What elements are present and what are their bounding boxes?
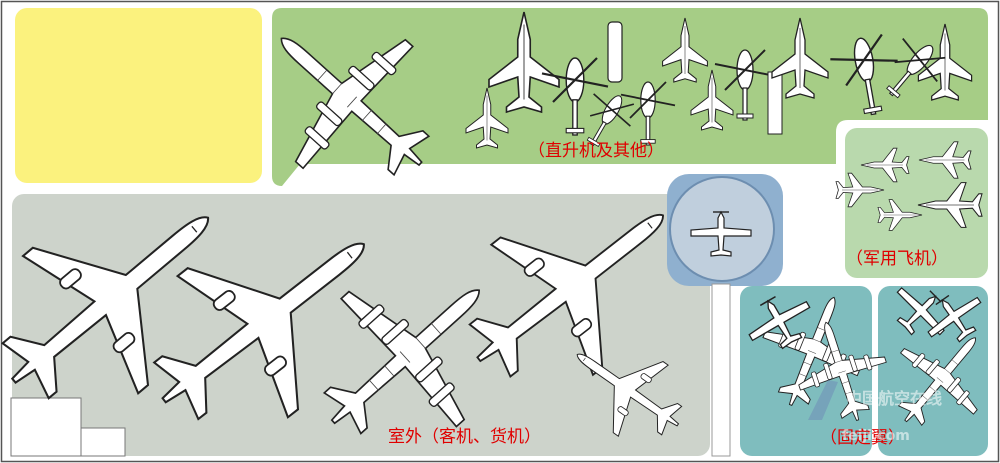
room-b bbox=[80, 427, 126, 457]
watermark-logo-icon bbox=[808, 380, 838, 420]
watermark-latin: feiji.com bbox=[842, 428, 910, 444]
zone-label-helicopters: （直升机及其他） bbox=[528, 141, 664, 161]
zone-label-fixed-wing: （固定翼） bbox=[820, 428, 905, 448]
walkway bbox=[711, 283, 731, 457]
tower-exhibit bbox=[767, 71, 783, 135]
watermark-cn: 中国航空在线 bbox=[846, 389, 942, 408]
missile-exhibit bbox=[607, 21, 623, 83]
zone-label-military: （军用飞机） bbox=[846, 249, 948, 269]
room-a bbox=[10, 397, 82, 457]
watermark: 中国航空在线 feiji.com bbox=[808, 380, 942, 444]
yellow-zone bbox=[15, 8, 262, 183]
zone-label-outdoor: 室外（客机、货机） bbox=[388, 427, 541, 447]
